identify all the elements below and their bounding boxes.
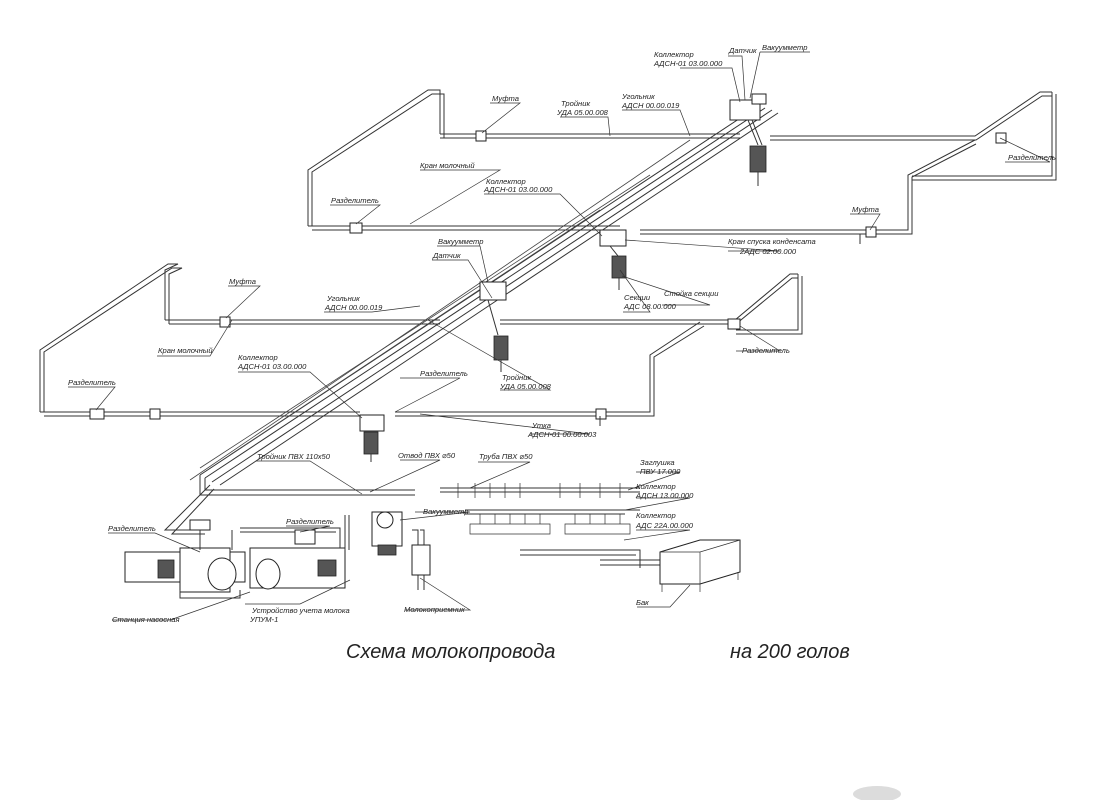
label-troynik-low-code: УДА 05.00.008 xyxy=(499,382,552,391)
label-mufta-top: Муфта xyxy=(492,94,519,103)
label-ustroystvo-code: УПУМ-1 xyxy=(249,615,278,624)
pump-station xyxy=(124,519,246,599)
label-troynik-low: Тройник xyxy=(502,373,531,382)
label-ugolnik-low: Угольник xyxy=(326,294,360,303)
label-zaglushka-code: ПВУ 17.000 xyxy=(640,467,681,476)
lower-pipeline xyxy=(39,263,803,426)
upper-pipeline xyxy=(307,89,1057,244)
label-sekcii: Секции xyxy=(624,293,651,302)
label-ugolnik-top-code: АДСН 00.00.019 xyxy=(621,101,680,110)
label-kollektor-mid: Коллектор xyxy=(486,177,526,186)
label-datchik-top: Датчик xyxy=(728,46,757,55)
diagram-title-right: на 200 голов xyxy=(730,641,850,663)
label-kollektor-low-code: АДСН-01 03.00.000 xyxy=(237,362,307,371)
label-razdelitel-low-left: Разделитель xyxy=(68,378,116,387)
label-otvod-pvx: Отвод ПВХ ⌀50 xyxy=(398,451,456,460)
label-kollektor-adsn-code: АДСН 13.00.000 xyxy=(635,491,694,500)
label-zaglushka: Заглушка xyxy=(640,458,675,467)
label-stoyka: Стойка секции xyxy=(664,289,719,298)
label-ustroystvo: Устройство учета молока xyxy=(251,606,350,615)
label-kran-kondensat: Кран спуска конденсата xyxy=(728,237,816,246)
scan-smudge xyxy=(853,786,901,800)
label-troynik-pvx: Тройник ПВХ 110х50 xyxy=(257,452,331,461)
label-kollektor-low: Коллектор xyxy=(238,353,278,362)
label-mufta-right: Муфта xyxy=(852,205,879,214)
label-ugolnik-top: Угольник xyxy=(621,92,655,101)
label-vakuummetr-low: Вакуумметр xyxy=(423,507,468,516)
label-truba-pvx: Труба ПВХ ⌀50 xyxy=(479,452,533,461)
label-stanciya: Станция насосная xyxy=(112,615,180,624)
label-kollektor-top: Коллектор xyxy=(654,50,694,59)
label-razdelitel-right-low: Разделитель xyxy=(742,346,790,355)
label-sekcii-code: АДС 08.00.000 xyxy=(623,302,677,311)
label-molokopriemnik: Молокоприемник xyxy=(404,605,465,614)
milk-meter-unit xyxy=(240,527,346,590)
diagram-labels: Коллектор АДСН-01 03.00.000 Датчик Вакуу… xyxy=(68,43,1056,624)
label-ugolnik-low-code: АДСН 00.00.019 xyxy=(324,303,383,312)
label-utka-code: АДСН-01 00.00.003 xyxy=(527,430,597,439)
label-kollektor-ads: Коллектор xyxy=(636,511,676,520)
label-razdelitel-bottom-mid: Разделитель xyxy=(286,517,334,526)
label-razdelitel-right-top: Разделитель xyxy=(1008,153,1056,162)
label-kran-kondensat-code: 2АДС 02.00.000 xyxy=(739,247,797,256)
label-vakuummetr-mid: Вакуумметр xyxy=(438,237,483,246)
label-kollektor-adsn: Коллектор xyxy=(636,482,676,491)
claw-row-2 xyxy=(564,514,631,535)
label-vakuummetr-top: Вакуумметр xyxy=(762,43,807,52)
label-kran-moloch-low: Кран молочный xyxy=(158,346,213,355)
label-kollektor-ads-code: АДС 22А.00.000 xyxy=(635,521,694,530)
leader-lines xyxy=(68,51,1051,621)
label-troynik-top-code: УДА 05.00.008 xyxy=(556,108,609,117)
label-kran-moloch-top: Кран молочный xyxy=(420,161,475,170)
diagram-title-left: Схема молокопровода xyxy=(346,641,556,663)
label-utka: Утка xyxy=(531,421,551,430)
label-mufta-low: Муфта xyxy=(229,277,256,286)
label-razdelitel-bottom-left: Разделитель xyxy=(108,524,156,533)
label-kollektor-mid-code: АДСН-01 03.00.000 xyxy=(483,185,553,194)
label-razdelitel-center: Разделитель xyxy=(420,369,468,378)
label-kollektor-top-code: АДСН-01 03.00.000 xyxy=(653,59,723,68)
label-troynik-top: Тройник xyxy=(561,99,590,108)
label-razdelitel-top-left: Разделитель xyxy=(331,196,379,205)
claw-row-1 xyxy=(469,514,551,535)
milk-receiver xyxy=(344,511,431,590)
upper-units xyxy=(359,93,767,462)
label-bak: Бак xyxy=(636,598,649,607)
tank xyxy=(659,539,741,592)
label-datchik-mid: Датчик xyxy=(432,251,461,260)
